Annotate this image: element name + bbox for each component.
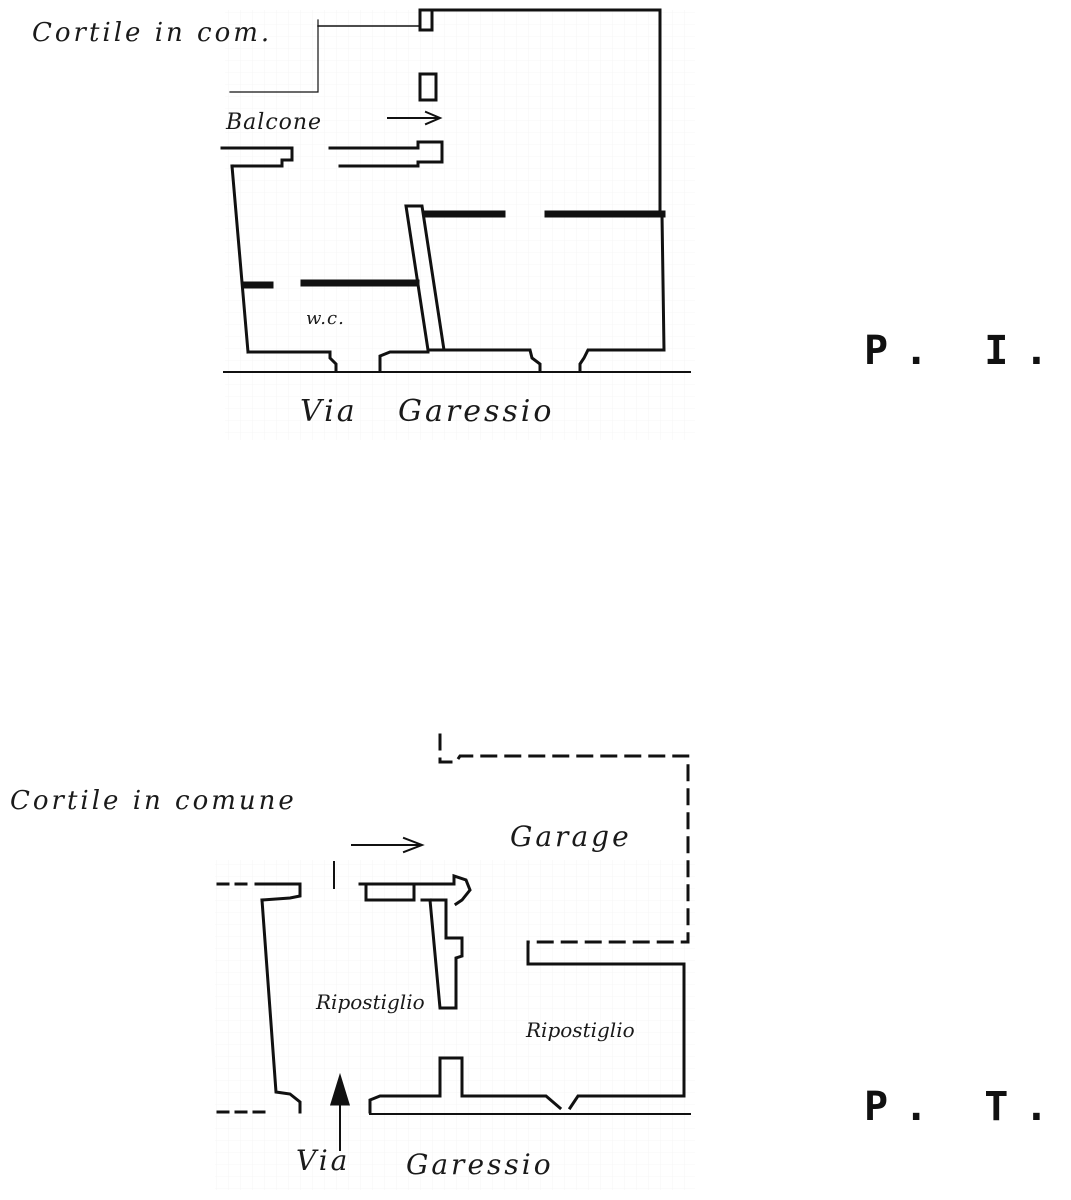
floor-level-label-first: P. I. <box>864 328 1065 374</box>
wall-stub <box>418 72 438 102</box>
wall-left-room-south <box>246 350 338 372</box>
wall-big-room <box>418 8 662 214</box>
wall-garage-dashed <box>438 733 690 944</box>
label-courtyard-ground: Cortile in comune <box>10 786 297 816</box>
wall-balcony-right <box>328 140 444 168</box>
label-storage-left: Ripostiglio <box>316 990 425 1014</box>
wall-south-central <box>368 1056 563 1114</box>
plan-first-floor <box>220 8 691 373</box>
label-garage: Garage <box>510 820 632 853</box>
wall-top-right <box>358 873 472 907</box>
plan-ground-floor <box>216 733 691 1151</box>
wall-storage-west <box>260 898 302 1114</box>
label-balcony: Balcone <box>226 110 323 135</box>
label-street-via-first: Via <box>300 394 358 429</box>
label-street-name-ground: Garessio <box>406 1148 554 1181</box>
grid-background-lower <box>215 860 695 1190</box>
label-courtyard-first: Cortile in com. <box>32 18 273 48</box>
courtyard-boundary <box>229 19 319 93</box>
arrow-head <box>424 110 443 126</box>
wall-pillar-top <box>418 8 434 32</box>
wall-left-room-west <box>230 164 250 354</box>
wall-top-notch <box>364 884 416 902</box>
grid-background-upper <box>225 10 695 440</box>
label-street-via-ground: Via <box>296 1144 351 1177</box>
wall-balcony-left <box>220 146 294 168</box>
label-storage-right: Ripostiglio <box>526 1018 635 1042</box>
label-street-name-first: Garessio <box>398 394 555 429</box>
wall-south-mid <box>442 348 542 372</box>
floor-level-label-ground: P. T. <box>864 1084 1065 1130</box>
label-wc: w.c. <box>306 308 345 329</box>
wall-storage-east <box>526 940 686 1111</box>
arrow-head-lower <box>402 836 425 854</box>
wall-central-column <box>420 898 464 1010</box>
wall-right-room <box>578 212 666 372</box>
wall-central-foot <box>378 350 430 372</box>
entry-arrow-head <box>329 1072 351 1106</box>
wall-top-left <box>254 882 302 902</box>
